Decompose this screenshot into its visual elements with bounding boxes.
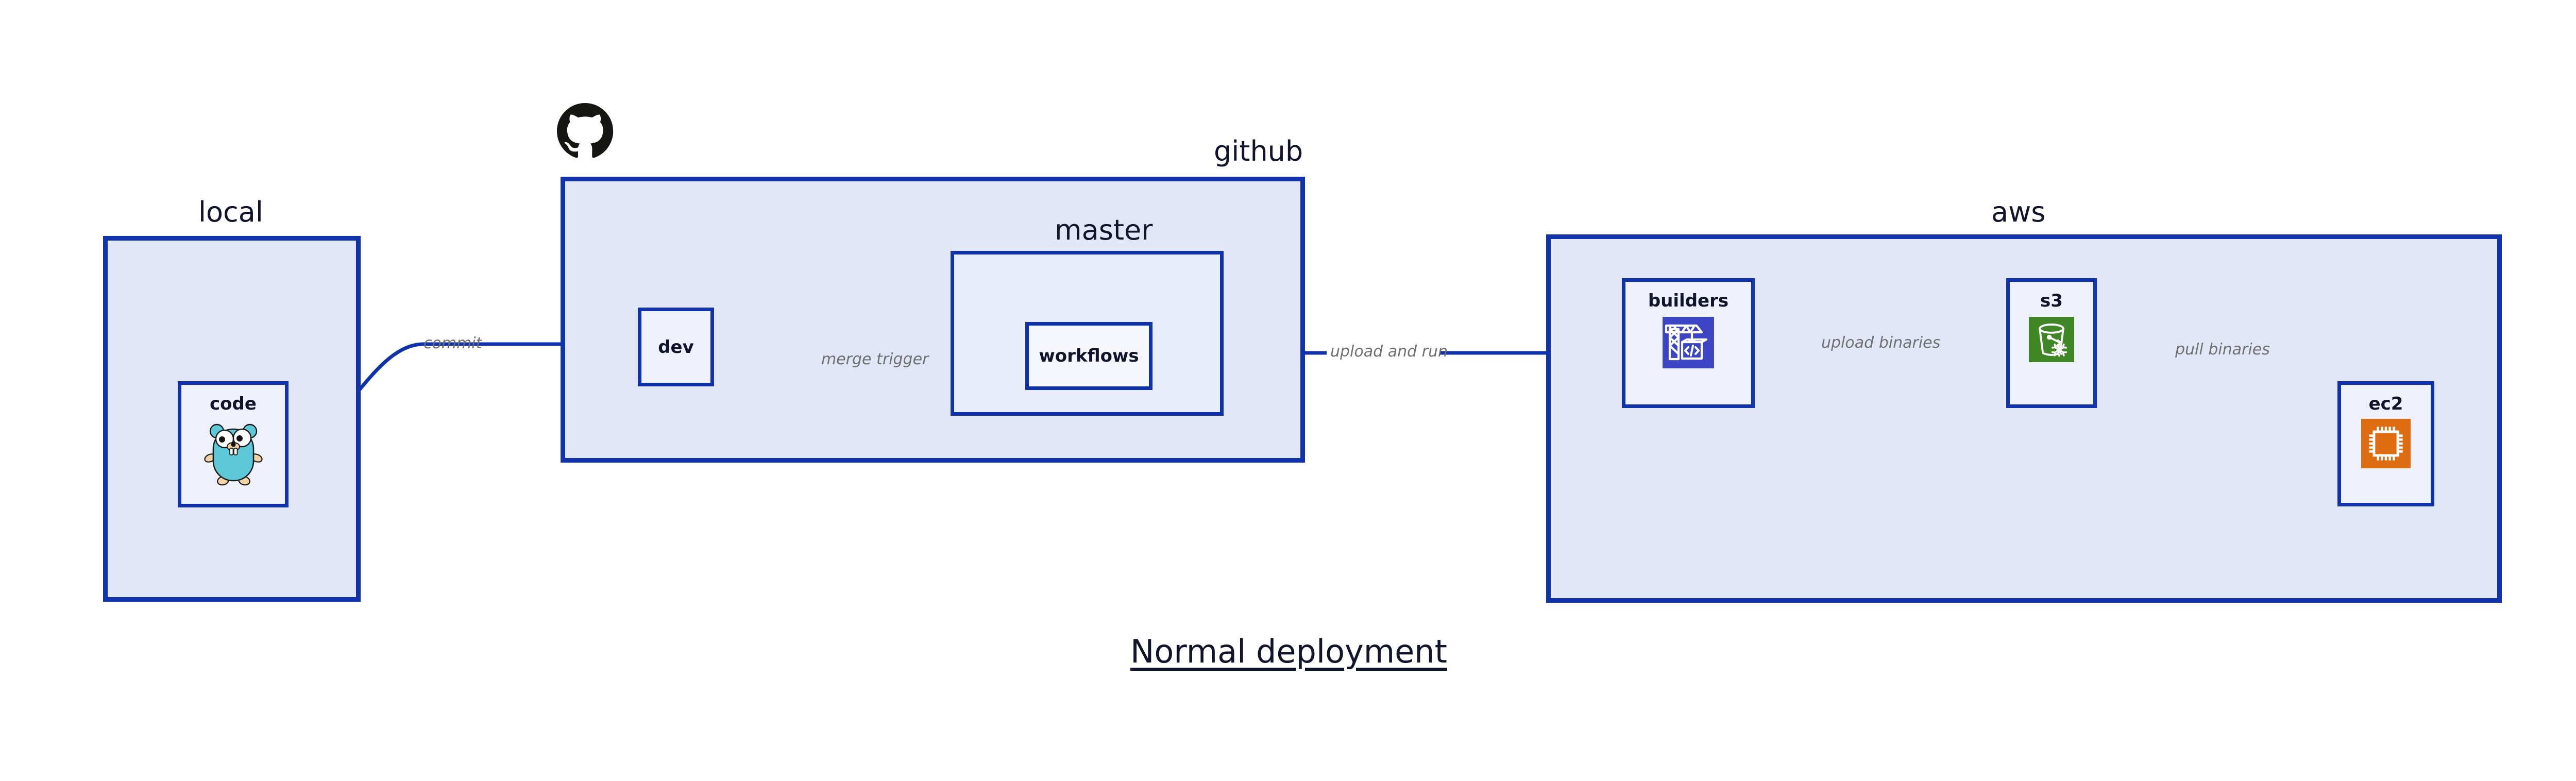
zone-label-github: github xyxy=(1214,135,1303,167)
edge-label-commit: commit xyxy=(423,334,482,352)
aws-ec2-icon xyxy=(2361,419,2411,468)
go-gopher-icon xyxy=(204,423,263,486)
node-dev[interactable]: dev xyxy=(638,308,714,386)
edge-label-upload-and-run: upload and run xyxy=(1330,343,1448,361)
edge-label-merge-trigger: merge trigger xyxy=(821,350,929,368)
node-s3[interactable]: s3 xyxy=(2006,278,2097,408)
node-code[interactable]: code xyxy=(178,381,289,507)
node-builders-label: builders xyxy=(1648,291,1729,311)
zone-label-local: local xyxy=(198,196,263,228)
node-s3-label: s3 xyxy=(2040,291,2063,311)
edge-label-upload-binaries: upload binaries xyxy=(1821,334,1941,352)
zone-label-aws: aws xyxy=(1991,196,2046,228)
node-workflows-label: workflows xyxy=(1039,346,1139,366)
aws-s3-glacier-icon xyxy=(2029,317,2074,362)
node-ec2[interactable]: ec2 xyxy=(2337,381,2434,506)
node-dev-label: dev xyxy=(658,336,694,358)
diagram-title: Normal deployment xyxy=(1130,633,1447,670)
node-ec2-label: ec2 xyxy=(2368,394,2403,414)
node-builders[interactable]: builders xyxy=(1622,278,1755,408)
subzone-label-master: master xyxy=(1055,214,1153,246)
aws-codebuild-icon xyxy=(1663,317,1714,368)
node-workflows[interactable]: workflows xyxy=(1025,322,1153,390)
edge-label-pull-binaries: pull binaries xyxy=(2175,341,2270,359)
node-code-label: code xyxy=(210,394,257,414)
github-logo-icon xyxy=(557,103,614,158)
